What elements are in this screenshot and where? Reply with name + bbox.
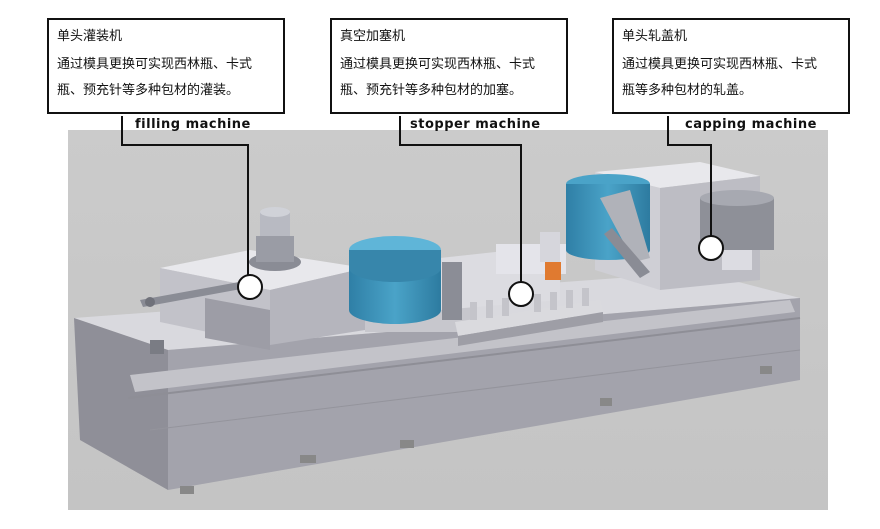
capping-english-label: capping machine [685, 117, 817, 132]
capping-title: 单头轧盖机 [622, 29, 688, 44]
stopper-desc-line2: 瓶、预充针等多种包材的加塞。 [340, 83, 523, 98]
capping-marker [698, 235, 724, 261]
capping-callout: 单头轧盖机 通过模具更换可实现西林瓶、卡式 瓶等多种包材的轧盖。 [612, 18, 850, 114]
stopper-marker [508, 281, 534, 307]
filling-title: 单头灌装机 [57, 29, 123, 44]
capping-desc-line1: 通过模具更换可实现西林瓶、卡式 [622, 57, 818, 72]
filling-marker [237, 274, 263, 300]
stopper-title: 真空加塞机 [340, 29, 406, 44]
capping-desc-line2: 瓶等多种包材的轧盖。 [622, 83, 753, 98]
stopper-machine-body [349, 232, 603, 346]
filling-desc-line2: 瓶、预充针等多种包材的灌装。 [57, 83, 240, 98]
filling-desc-line1: 通过模具更换可实现西林瓶、卡式 [57, 57, 253, 72]
stopper-callout: 真空加塞机 通过模具更换可实现西林瓶、卡式 瓶、预充针等多种包材的加塞。 [330, 18, 568, 114]
stopper-english-label: stopper machine [410, 117, 541, 132]
filling-english-label: filling machine [135, 117, 251, 132]
leader-lines [121, 116, 712, 282]
stopper-desc-line1: 通过模具更换可实现西林瓶、卡式 [340, 57, 536, 72]
filling-callout: 单头灌装机 通过模具更换可实现西林瓶、卡式 瓶、预充针等多种包材的灌装。 [47, 18, 285, 114]
